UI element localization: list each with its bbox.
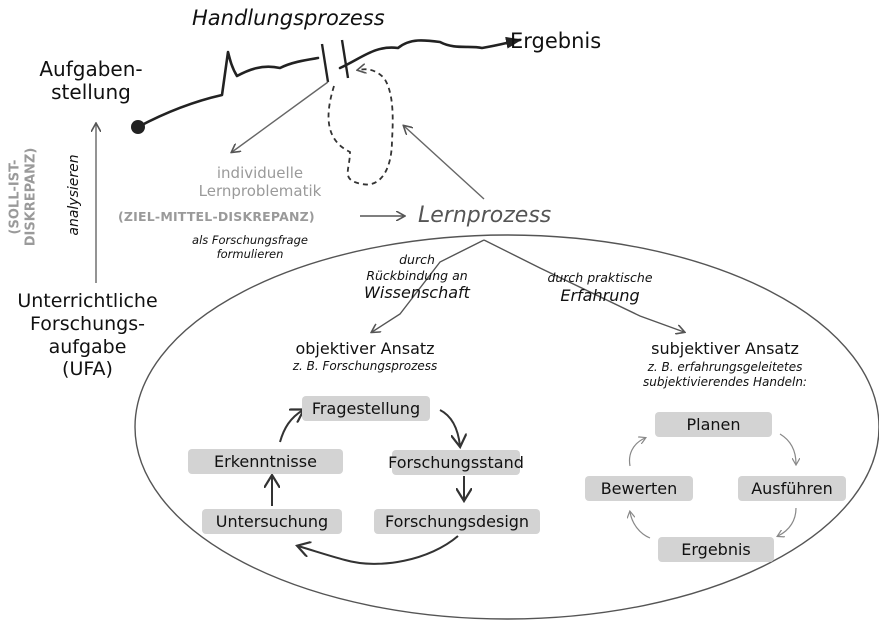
ziel-mittel-diskrepanz-label: (ZIEL-MITTEL-DISKREPANZ) [118, 209, 315, 224]
branch-left-line [372, 239, 485, 332]
lernprozess-label: Lernprozess [418, 203, 552, 228]
step-erkenntnisse: Erkenntnisse [188, 449, 343, 474]
ufa-line-2: Forschungs- [30, 312, 145, 335]
arrow-bew-to-plan [628, 438, 645, 467]
ufa-line-1: Unterrichtliche [17, 290, 158, 312]
lernproblematik-line-2: Lernproblematik [198, 182, 322, 200]
arrow-erk-to-frag [279, 410, 303, 443]
interruption-bar-right [340, 39, 350, 79]
step-ausfuehren: Ausführen [738, 476, 846, 501]
soll-ist-line-2: DISKREPANZ) [23, 147, 38, 247]
forschungsfrage-line-2: formulieren [216, 247, 284, 262]
subjective-title: subjektiver Ansatz [651, 339, 799, 358]
branch-right-label: durch praktische Erfahrung [530, 270, 670, 306]
step-bewerten: Bewerten [585, 476, 693, 501]
step-fragestellung: Fragestellung [302, 396, 430, 421]
ufa-label: Unterrichtliche Forschungs- aufgabe (UFA… [0, 290, 175, 381]
start-dot [131, 120, 145, 134]
aufgabenstellung-line-1: Aufgaben- [39, 57, 143, 81]
step-untersuchung: Untersuchung [202, 509, 342, 534]
forschungsfrage-line-1: als Forschungsfrage [192, 233, 308, 247]
ufa-line-3: aufgabe [48, 335, 127, 358]
subjective-subtitle-line-1: z. B. erfahrungsgeleitetes [647, 360, 803, 374]
analysieren-label: analysieren [65, 154, 82, 236]
arrow-design-to-unters [298, 535, 459, 565]
ergebnis-label: Ergebnis [510, 29, 602, 53]
soll-ist-diskrepanz-label: (SOLL-IST- DISKREPANZ) [7, 148, 38, 247]
arrow-erg-to-bew [630, 512, 651, 539]
step-forschungsstand: Forschungsstand [388, 450, 524, 475]
arrow-plan-to-ausf [779, 433, 796, 464]
step-planen: Planen [655, 412, 772, 437]
branch-right-line [483, 239, 684, 332]
step-ergebnis: Ergebnis [658, 537, 774, 562]
subjective-subtitle-line-2: subjektivierendes Handeln: [643, 375, 807, 389]
branch-left-line-2: Rückbindung an [366, 267, 468, 283]
ufa-line-4: (UFA) [62, 358, 113, 381]
arrow-lernprozess-to-loop [404, 126, 485, 200]
lernproblematik-label: individuelle Lernproblematik [165, 164, 355, 200]
learning-loop-dashed [327, 69, 394, 186]
branch-right-line-2: Erfahrung [560, 285, 640, 305]
action-process-line [136, 40, 520, 129]
arrow-frag-to-stand [439, 409, 460, 446]
forschungsfrage-label: als Forschungsfrage formulieren [150, 233, 350, 262]
handlungsprozess-label: Handlungsprozess [192, 6, 385, 30]
objective-subtitle: z. B. Forschungsprozess [292, 359, 438, 373]
aufgabenstellung-line-2: stellung [51, 80, 131, 104]
branch-left-label: durch Rückbindung an Wissenschaft [352, 252, 482, 303]
aufgabenstellung-label: Aufgaben- stellung [32, 58, 150, 104]
lernproblematik-line-1: individuelle [216, 164, 304, 182]
branch-left-line-3: Wissenschaft [364, 283, 470, 303]
interruption-bar-left [320, 43, 330, 83]
objective-title: objektiver Ansatz [295, 339, 435, 358]
arrow-ausf-to-erg [778, 507, 797, 536]
arrow-to-lernproblematik [232, 81, 329, 152]
step-forschungsdesign: Forschungsdesign [374, 509, 540, 534]
learning-ellipse [134, 234, 879, 620]
branch-right-line-1: durch praktische [547, 270, 653, 285]
branch-left-line-1: durch [399, 252, 435, 267]
subjective-subtitle: z. B. erfahrungsgeleitetes subjektiviere… [620, 360, 830, 390]
soll-ist-line-1: (SOLL-IST- [7, 159, 23, 235]
